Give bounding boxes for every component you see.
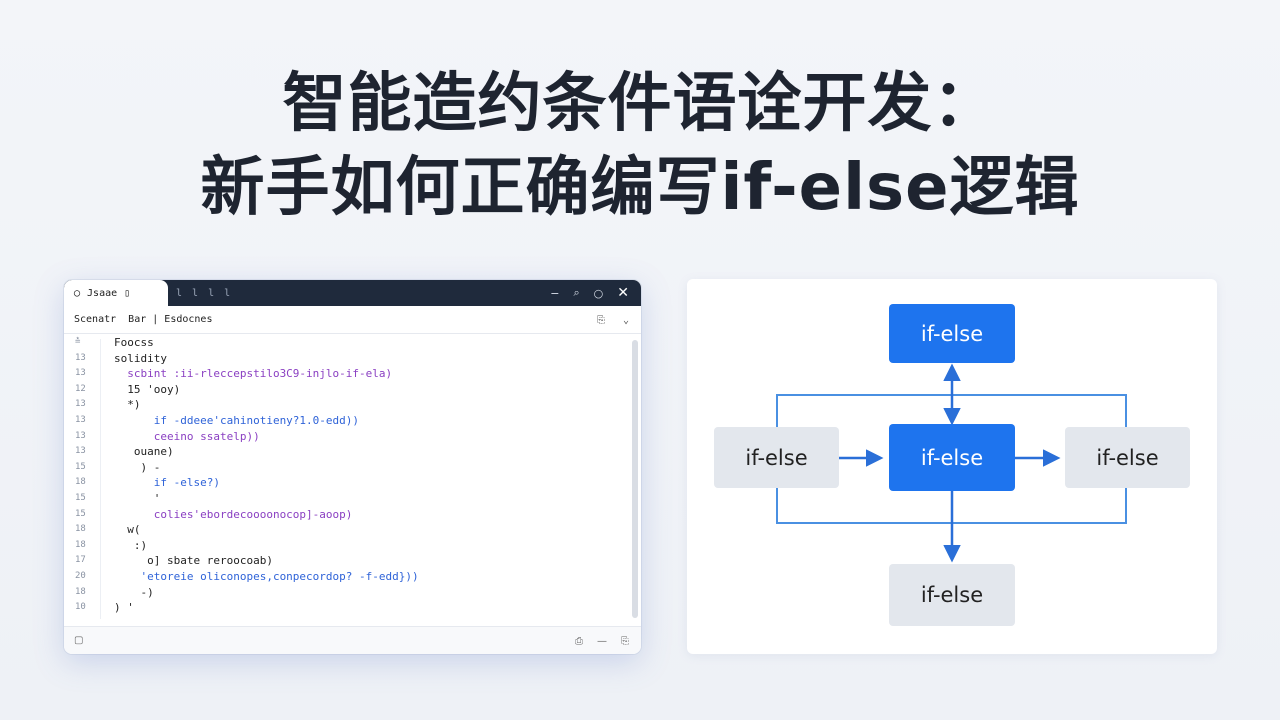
node-center[interactable]: if-else	[889, 424, 1015, 491]
code-line[interactable]: 15 'ooy)	[114, 382, 181, 396]
line-number-gutter: ≛ 13 13 12 13 13 13 13 15 18 15 15 18 18…	[64, 335, 100, 625]
tab-active[interactable]: ◯ Jsaae ▯	[64, 280, 168, 306]
copy-icon[interactable]: ⎘	[621, 635, 629, 647]
code-line[interactable]: colies'ebordecoooonocop]-aoop)	[114, 507, 353, 521]
node-left[interactable]: if-else	[714, 427, 839, 488]
code-area[interactable]: ≛ 13 13 12 13 13 13 13 15 18 15 15 18 18…	[64, 335, 641, 625]
status-square-icon[interactable]: ▢	[74, 635, 84, 646]
line-number: 13	[75, 446, 86, 457]
code-line[interactable]: scbint :ii-rleccepstilo3C9-injlo-if-ela)	[114, 367, 393, 381]
code-line[interactable]: if -ddeee'cahinotieny?1.0-edd))	[114, 413, 360, 427]
line-number: 13	[75, 352, 86, 363]
line-number: 18	[75, 539, 86, 550]
close-icon[interactable]: ✕	[617, 285, 629, 301]
node-top[interactable]: if-else	[889, 304, 1015, 363]
line-number: 13	[75, 399, 86, 410]
copy-icon[interactable]: ⎘	[596, 314, 605, 326]
line-number: 15	[75, 492, 86, 503]
code-line[interactable]: ) -	[114, 460, 161, 474]
node-right[interactable]: if-else	[1065, 427, 1190, 488]
line-number: 12	[75, 383, 86, 394]
page-title: 智能造约条件语诠开发： 新手如何正确编写if-else逻辑	[0, 62, 1280, 230]
line-number: 17	[75, 555, 86, 566]
toolbar-right: ⎘ ⌄	[597, 306, 629, 334]
inactive-tabs: l l l l	[176, 280, 230, 306]
code-line[interactable]: ) '	[114, 601, 134, 615]
title-line-1: 智能造约条件语诠开发：	[282, 67, 998, 141]
line-number: 18	[75, 586, 86, 597]
tab-inactive[interactable]: l	[224, 287, 231, 299]
line-number: 13	[75, 430, 86, 441]
minimize-icon[interactable]: −	[550, 286, 560, 300]
print-icon[interactable]: ⎙	[575, 635, 583, 647]
line-number: 15	[75, 461, 86, 472]
title-line-2: 新手如何正确编写if-else逻辑	[200, 151, 1080, 225]
window-controls: − ⌕ ○ ✕	[550, 280, 629, 306]
code-lines[interactable]: Foocss solidity scbint :ii-rleccepstilo3…	[114, 335, 624, 616]
node-center-label: if-else	[920, 445, 984, 470]
line-number: 15	[75, 508, 86, 519]
tab-inactive[interactable]: l	[208, 287, 215, 299]
code-line[interactable]: -)	[114, 585, 154, 599]
file-icon: ◯	[74, 287, 81, 299]
node-right-label: if-else	[1096, 445, 1159, 470]
node-bottom[interactable]: if-else	[889, 564, 1015, 626]
tab-inactive[interactable]: l	[192, 287, 199, 299]
line-number: 20	[75, 570, 86, 581]
code-line[interactable]: :)	[114, 538, 148, 552]
node-left-label: if-else	[745, 445, 808, 470]
line-number: 10	[75, 602, 86, 613]
gutter-divider	[100, 339, 101, 619]
code-line[interactable]: Foocss	[114, 336, 154, 349]
code-line[interactable]: ouane)	[114, 445, 174, 459]
toolbar-label: Scenatr Bar | Esdocnes	[74, 314, 213, 325]
tab-close-icon[interactable]: ▯	[124, 287, 131, 299]
node-top-label: if-else	[920, 321, 984, 346]
editor-statusbar: ▢ ⎙ — ⎘	[64, 626, 641, 654]
code-editor-window: ◯ Jsaae ▯ l l l l − ⌕ ○ ✕ Scenatr Bar | …	[64, 280, 641, 654]
line-number: 18	[75, 477, 86, 488]
line-number: ≛	[75, 337, 81, 347]
code-line[interactable]: w(	[114, 523, 141, 537]
code-line[interactable]: ceeino ssatelp))	[114, 429, 260, 443]
node-bottom-label: if-else	[920, 583, 984, 607]
search-icon[interactable]: ⌕	[573, 286, 580, 299]
vertical-scrollbar[interactable]	[632, 340, 638, 618]
code-line[interactable]: solidity	[114, 351, 167, 365]
code-line[interactable]: 'etoreie oliconopes,conpecordop? -f-edd}…	[114, 569, 419, 583]
dash-icon[interactable]: —	[597, 635, 607, 647]
statusbar-right: ⎙ — ⎘	[575, 627, 629, 654]
maximize-icon[interactable]: ○	[593, 286, 604, 300]
code-line[interactable]: '	[114, 491, 161, 505]
flow-diagram: if-else if-else if-else if-else if-else	[687, 279, 1217, 654]
code-line[interactable]: *)	[114, 398, 141, 412]
editor-titlebar: ◯ Jsaae ▯ l l l l − ⌕ ○ ✕	[64, 280, 641, 306]
line-number: 13	[75, 368, 86, 379]
tab-active-label: Jsaae	[87, 287, 118, 299]
code-line[interactable]: if -else?)	[114, 476, 220, 490]
editor-toolbar: Scenatr Bar | Esdocnes ⎘ ⌄	[64, 306, 641, 334]
line-number: 13	[75, 414, 86, 425]
chevron-down-icon[interactable]: ⌄	[622, 314, 629, 326]
code-line[interactable]: o] sbate reroocoab)	[114, 554, 273, 568]
tab-inactive[interactable]: l	[176, 287, 183, 299]
line-number: 18	[75, 524, 86, 535]
